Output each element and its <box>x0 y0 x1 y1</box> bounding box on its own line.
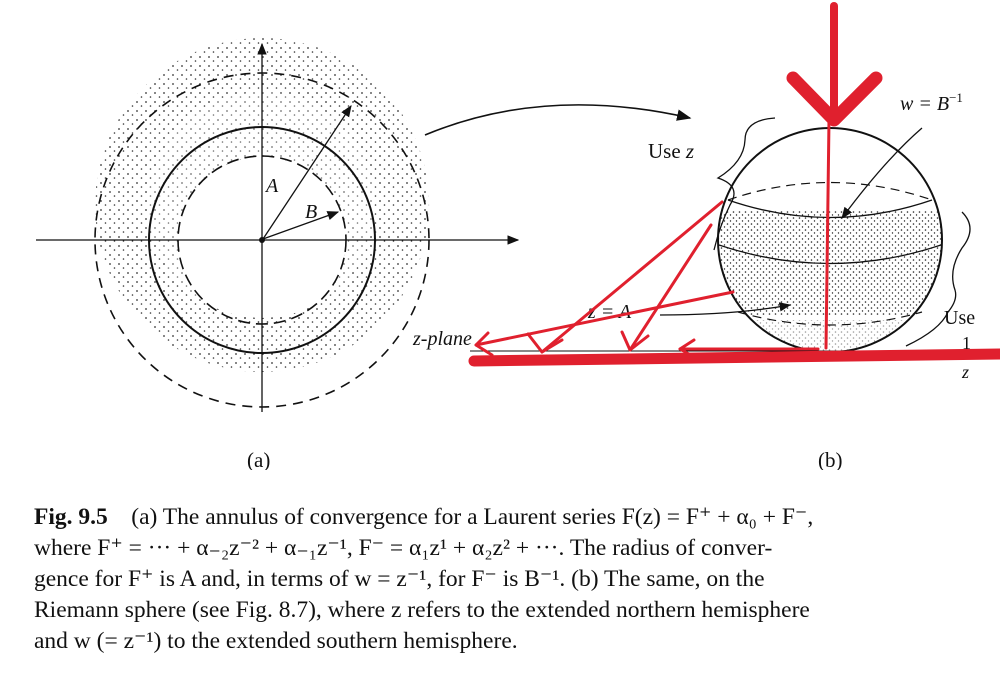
red-arrowhead-1 <box>526 332 564 354</box>
equator <box>718 244 942 265</box>
label-A: A <box>264 175 279 197</box>
red-annotations <box>468 2 1000 367</box>
red-arrowhead-2 <box>620 330 650 352</box>
use-z-brace <box>713 117 776 251</box>
red-line-2 <box>628 223 713 352</box>
red-arrowhead-3 <box>474 331 494 357</box>
label-one: 1 <box>962 333 971 353</box>
label-B: B <box>305 201 317 223</box>
caption-line-4: Riemann sphere (see Fig. 8.7), where z r… <box>34 597 810 623</box>
connecting-arrow <box>424 104 692 136</box>
red-line-3 <box>474 290 735 347</box>
caption-line-2: where F⁺ = ··· + α₋₂z⁻² + α₋₁z⁻¹, F⁻ = α… <box>34 535 773 561</box>
figure-caption: Fig. 9.5 (a) The annulus of convergence … <box>34 502 984 657</box>
red-projection-line <box>824 118 831 350</box>
caption-line-5: and w (= z⁻¹) to the extended southern h… <box>34 628 518 654</box>
stippled-band <box>718 210 942 315</box>
figure-number: Fig. 9.5 <box>34 504 108 530</box>
lower-latitude <box>737 311 923 326</box>
label-use: Use <box>944 307 975 329</box>
label-panel-b: (b) <box>818 448 843 470</box>
radius-a-arrow <box>262 105 352 240</box>
red-horizontal-line <box>468 348 1000 367</box>
z-eq-a-pointer-arrow <box>659 302 792 316</box>
label-panel-a: (a) <box>247 448 270 470</box>
red-vertical-arrow-head <box>786 71 883 127</box>
upper-latitude-front <box>727 199 933 219</box>
use-1-over-z-brace <box>905 211 971 347</box>
label-z-denominator: z <box>961 362 969 382</box>
caption-line-3: gence for F⁺ is A and, in terms of w = z… <box>34 566 765 592</box>
red-arrowhead-4 <box>678 338 696 359</box>
radius-b-arrow <box>262 211 340 240</box>
upper-latitude-back <box>727 181 933 201</box>
caption-line-1: Fig. 9.5 (a) The annulus of convergence … <box>34 504 814 530</box>
label-w-eq: w = B−1 <box>900 90 963 115</box>
figure-9-5: A B w = B−1 Use z z = A z-plane Use 1 z <box>36 2 1000 470</box>
red-line-1 <box>540 200 724 354</box>
label-use-z: Use z <box>648 139 694 163</box>
annulus-diagram: A B <box>36 38 520 412</box>
outer-dotted-band <box>95 38 430 372</box>
label-z-plane: z-plane <box>412 328 472 350</box>
inner-dotted-band <box>149 92 376 325</box>
riemann-sphere-diagram: w = B−1 Use z z = A z-plane Use 1 z <box>412 90 1000 382</box>
w-pointer-arrow <box>841 127 923 219</box>
